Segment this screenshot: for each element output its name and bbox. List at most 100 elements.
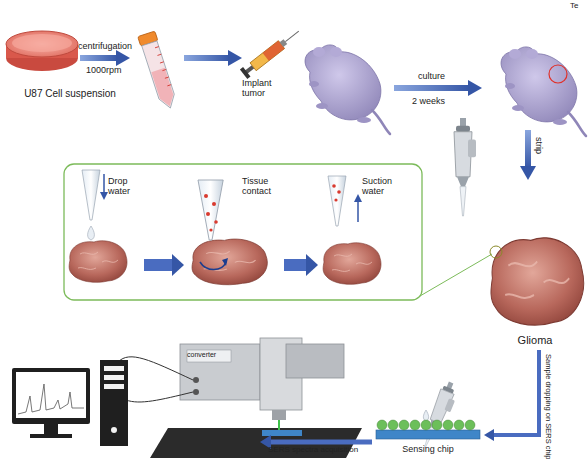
tumor-circle — [549, 65, 567, 83]
tissue — [192, 239, 267, 285]
sers-chip — [376, 410, 480, 439]
tissue-fragments — [204, 194, 218, 232]
drive-slot — [104, 375, 124, 380]
fragment-dot — [209, 228, 212, 231]
figure-node: Tissue contact — [184, 168, 284, 286]
annotation-label: Implant tumor — [242, 78, 284, 99]
arrow-shaft — [184, 55, 230, 61]
syringe-thumb — [240, 67, 251, 79]
figure-node: Sensing chip — [372, 404, 484, 462]
annotation-label: Te — [570, 1, 588, 10]
arrow-shaft — [394, 85, 470, 91]
arrow-shaft — [103, 174, 105, 194]
node-caption: Sensing chip — [372, 444, 484, 454]
arrow-head — [306, 254, 318, 276]
nanoparticle — [410, 420, 420, 430]
cable — [118, 357, 193, 380]
syringe-barrel — [250, 41, 285, 71]
computer — [12, 360, 128, 446]
figure-node: Suction water — [318, 168, 398, 286]
objective — [272, 410, 286, 420]
arrow-shaft — [525, 130, 531, 168]
flow-connector — [284, 254, 318, 276]
petri-dish — [6, 31, 78, 71]
monitor-neck — [44, 424, 58, 434]
dish-medium — [12, 34, 72, 52]
pipette-tip — [82, 170, 100, 220]
sample-drop — [423, 410, 428, 421]
pipette — [454, 118, 476, 216]
tube-liquid — [151, 68, 176, 108]
raman-spectrometer — [118, 338, 362, 458]
pipette — [418, 380, 461, 451]
connector-line — [284, 259, 307, 271]
arrow-head — [484, 429, 494, 441]
inset-frame — [64, 164, 422, 300]
cable — [126, 392, 193, 402]
pipette-tip — [328, 176, 346, 226]
fragment-dot — [337, 190, 341, 194]
figure-node: Drop water — [68, 168, 144, 286]
arrow-head — [468, 80, 482, 96]
figure-node: U87 Cell suspension — [4, 20, 136, 108]
stir-arrow — [200, 262, 226, 270]
stage-chip — [262, 430, 302, 436]
down-arrow — [100, 174, 108, 200]
detector-box — [286, 344, 344, 378]
arrow-head — [100, 192, 108, 200]
power-button — [111, 427, 117, 433]
node-caption: Drop water — [108, 176, 144, 197]
nanoparticle — [443, 420, 453, 430]
fragment-dot — [334, 198, 337, 201]
flow-connector — [144, 254, 184, 276]
converter-box — [180, 344, 260, 400]
tube-body — [142, 41, 178, 111]
flow-connector — [484, 350, 539, 441]
flow-arrow — [80, 50, 130, 66]
connector-line — [270, 440, 372, 445]
nanoparticle — [421, 420, 431, 430]
glioma-tissue — [491, 238, 584, 325]
flow-arrow — [520, 130, 536, 180]
node-caption: Suction water — [362, 176, 402, 197]
tissue-fragments — [332, 184, 341, 201]
nanoparticle — [454, 420, 464, 430]
pipette-tip — [198, 180, 223, 240]
nanoparticle — [388, 420, 398, 430]
nanoparticle — [465, 420, 475, 430]
mouse — [305, 45, 390, 134]
arrow-shaft — [80, 55, 118, 61]
annotation-label: culture — [418, 71, 478, 81]
annotation-label: strip — [534, 137, 544, 154]
syringe — [240, 26, 303, 79]
chip-substrate — [376, 430, 480, 439]
drive-slot — [104, 384, 124, 389]
arrow-head — [172, 254, 184, 276]
drive-slot — [104, 366, 124, 371]
tissue — [69, 241, 127, 283]
fragment-dot — [212, 202, 216, 206]
fragment-dot — [204, 194, 208, 198]
up-arrow — [354, 194, 362, 222]
fragment-dot — [214, 220, 218, 224]
water-drop — [88, 226, 95, 240]
arrow-head — [222, 258, 228, 266]
arrow-head — [228, 50, 242, 66]
figure-node: converter — [160, 336, 260, 456]
syringe-hub — [280, 39, 288, 47]
monitor-frame — [12, 368, 90, 424]
fragment-dot — [206, 212, 210, 216]
fragment-dot — [332, 184, 336, 188]
tower — [100, 360, 128, 446]
flow-arrow — [184, 50, 242, 66]
annotation-label: 1000rpm — [86, 65, 146, 75]
base-plate — [150, 428, 362, 458]
spectrum-trace — [18, 384, 84, 414]
arrow-shaft — [357, 200, 359, 222]
nanoparticle — [399, 420, 409, 430]
connector-label: SERS spectra acquisition — [268, 445, 358, 454]
port — [193, 389, 199, 395]
annotation-label: 2 weeks — [412, 96, 472, 106]
